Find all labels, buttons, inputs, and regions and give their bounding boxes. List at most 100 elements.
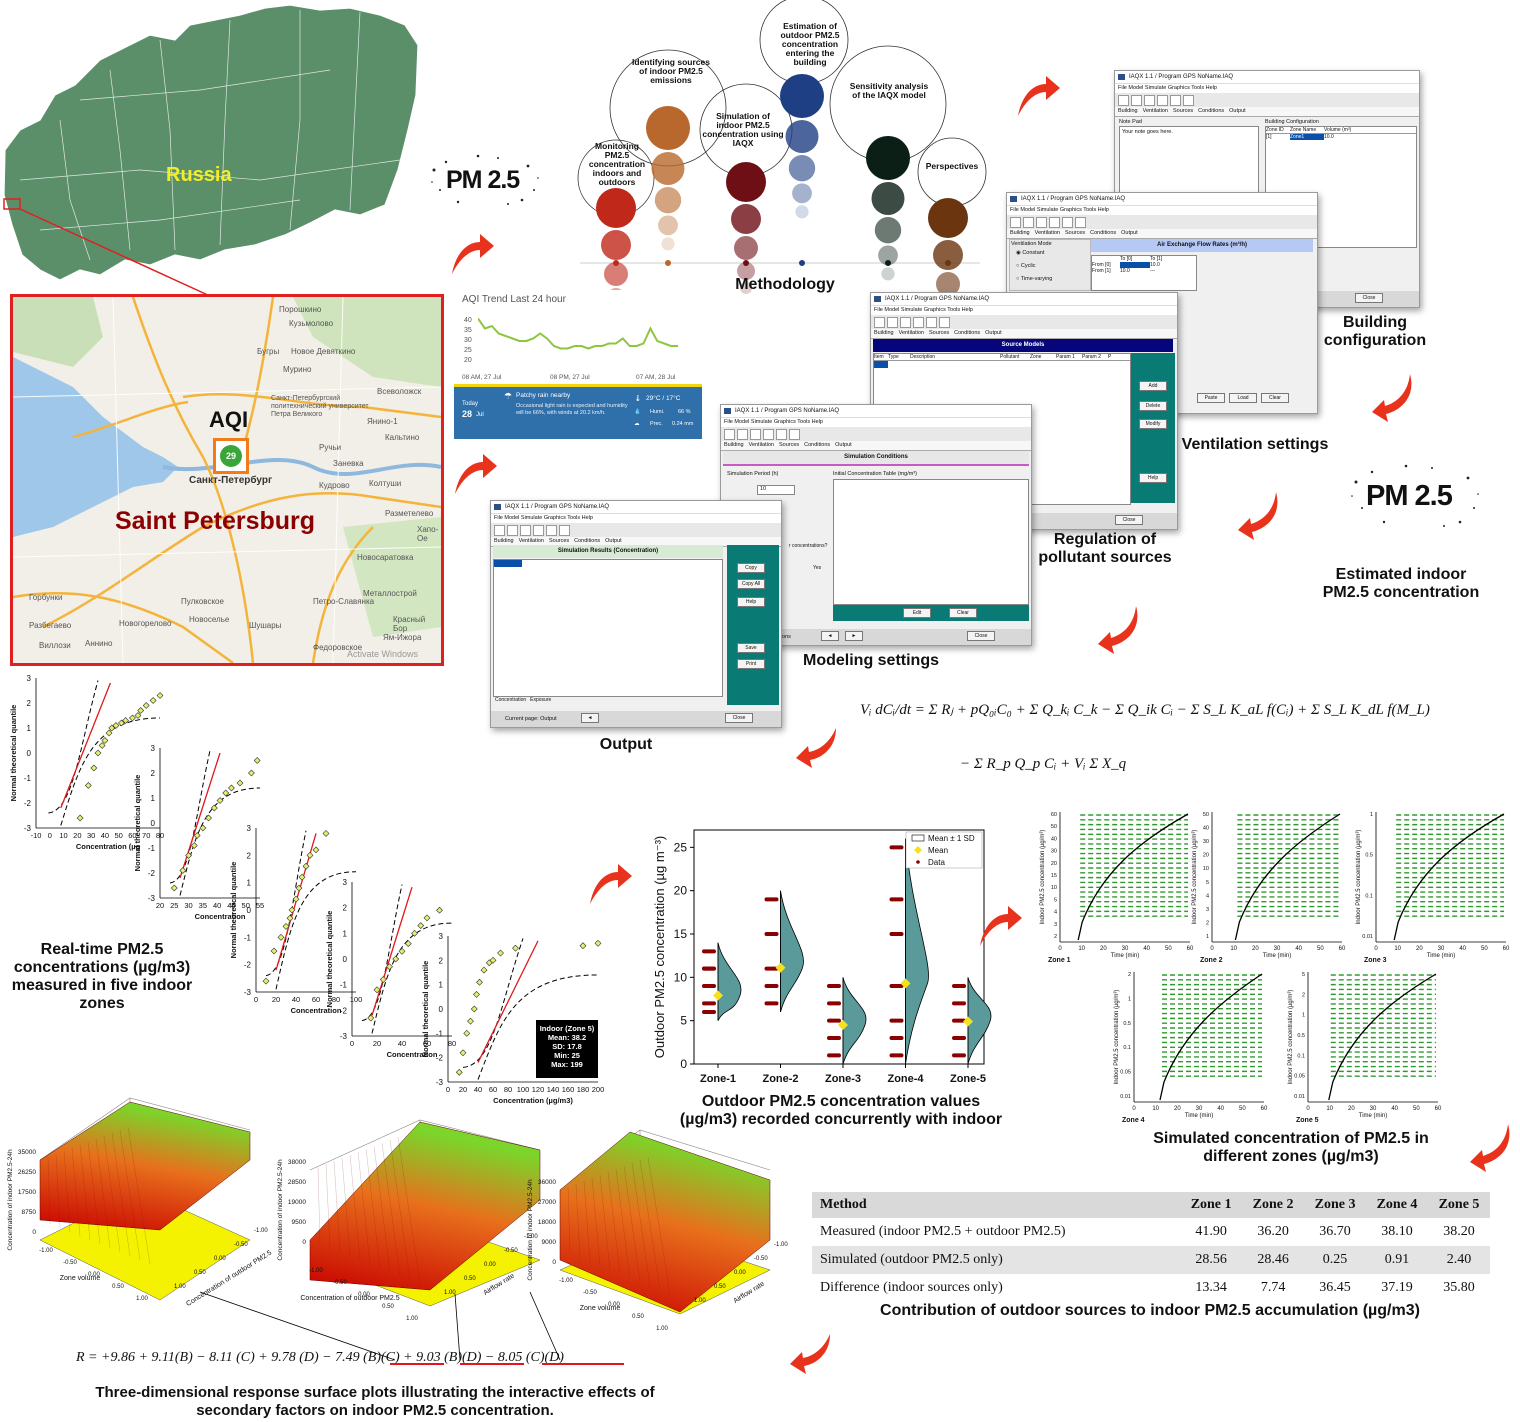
- tool-icon[interactable]: [1157, 94, 1168, 106]
- tool-icon[interactable]: [887, 316, 898, 328]
- tool-icon[interactable]: [900, 316, 911, 328]
- tool-icon[interactable]: [1075, 216, 1086, 228]
- tab-output[interactable]: Output: [605, 538, 622, 544]
- tool-icon[interactable]: [494, 524, 505, 536]
- tab-sources[interactable]: Sources: [1172, 108, 1194, 114]
- selected-cell[interactable]: [494, 560, 522, 567]
- tool-icon[interactable]: [1170, 94, 1181, 106]
- tool-icon[interactable]: [1131, 94, 1142, 106]
- tool-icon[interactable]: [1183, 94, 1194, 106]
- tab-ventilation[interactable]: Ventilation: [748, 442, 774, 448]
- copy-button[interactable]: Copy: [737, 563, 765, 573]
- tool-icon[interactable]: [913, 316, 924, 328]
- tool-icon[interactable]: [1144, 94, 1155, 106]
- cell[interactable]: Zone1: [1290, 134, 1324, 140]
- tool-icon[interactable]: [1118, 94, 1129, 106]
- tab-output[interactable]: Output: [835, 442, 852, 448]
- tab-building[interactable]: Building: [874, 330, 894, 336]
- mode-radio[interactable]: ○ Cyclic: [1016, 263, 1036, 269]
- tool-icon[interactable]: [1049, 216, 1060, 228]
- cell[interactable]: ---: [1150, 268, 1155, 274]
- tool-icon[interactable]: [874, 316, 885, 328]
- tab-building[interactable]: Building: [494, 538, 514, 544]
- tab-ventilation[interactable]: Ventilation: [518, 538, 544, 544]
- tab-ventilation[interactable]: Ventilation: [1142, 108, 1168, 114]
- tool-icon[interactable]: [533, 524, 544, 536]
- tool-icon[interactable]: [1010, 216, 1021, 228]
- paste-button[interactable]: Paste: [1197, 393, 1225, 403]
- tool-icon[interactable]: [789, 428, 800, 440]
- place-label: Хапо-Ое: [417, 525, 439, 543]
- tab-building[interactable]: Building: [1118, 108, 1138, 114]
- tab-output[interactable]: Output: [1229, 108, 1246, 114]
- cell[interactable]: 10.0: [1120, 268, 1130, 274]
- tab-sources[interactable]: Sources: [778, 442, 800, 448]
- menu-bar[interactable]: File Model Simulate Graphics Tools Help: [1115, 84, 1419, 93]
- modify-button[interactable]: Modify: [1139, 419, 1167, 429]
- mode-radio[interactable]: ○ Time-varying: [1016, 276, 1053, 282]
- tool-icon[interactable]: [507, 524, 518, 536]
- cell[interactable]: 10.0: [1150, 262, 1160, 268]
- tab-conditions[interactable]: Conditions: [574, 538, 601, 544]
- x-tick-label: Zone-2: [762, 1073, 798, 1085]
- tab-sources[interactable]: Sources: [1064, 230, 1086, 236]
- close-button[interactable]: Close: [1355, 293, 1383, 303]
- close-button[interactable]: Close: [967, 631, 995, 641]
- tab-conditions[interactable]: Conditions: [804, 442, 831, 448]
- tab-ventilation[interactable]: Ventilation: [1034, 230, 1060, 236]
- tool-icon[interactable]: [750, 428, 761, 440]
- mode-radio[interactable]: ◉ Constant: [1016, 250, 1045, 256]
- tab-conditions[interactable]: Conditions: [954, 330, 981, 336]
- save-button[interactable]: Save: [737, 643, 765, 653]
- edit-button[interactable]: Edit: [903, 608, 931, 618]
- tab-conditions[interactable]: Conditions: [1198, 108, 1225, 114]
- tab-ventilation[interactable]: Ventilation: [898, 330, 924, 336]
- tool-icon[interactable]: [763, 428, 774, 440]
- tab-conditions[interactable]: Conditions: [1090, 230, 1117, 236]
- close-button[interactable]: Close: [1115, 515, 1143, 525]
- menu-bar[interactable]: File Model Simulate Graphics Tools Help: [491, 514, 781, 523]
- print-button[interactable]: Print: [737, 659, 765, 669]
- prev-icon[interactable]: ◄: [821, 631, 839, 641]
- delete-button[interactable]: Delete: [1139, 401, 1167, 411]
- help-button[interactable]: Help: [1139, 473, 1167, 483]
- help-button[interactable]: Help: [737, 597, 765, 607]
- close-button[interactable]: Close: [725, 713, 753, 723]
- prev-icon[interactable]: ◄: [581, 713, 599, 723]
- next-icon[interactable]: ►: [845, 631, 863, 641]
- tool-icon[interactable]: [1062, 216, 1073, 228]
- cell[interactable]: [1]: [1266, 134, 1272, 140]
- cell[interactable]: [1120, 262, 1150, 268]
- tab-sources[interactable]: Sources: [548, 538, 570, 544]
- tool-icon[interactable]: [559, 524, 570, 536]
- add-button[interactable]: Add: [1139, 381, 1167, 391]
- tab-concentration[interactable]: Concentration: [495, 697, 527, 703]
- tab-building[interactable]: Building: [1010, 230, 1030, 236]
- menu-bar[interactable]: File Model Simulate Graphics Tools Help: [871, 306, 1177, 315]
- initial-table[interactable]: [833, 479, 1029, 605]
- copy-all-button[interactable]: Copy All: [737, 579, 765, 589]
- tool-icon[interactable]: [926, 316, 937, 328]
- tool-icon[interactable]: [546, 524, 557, 536]
- clear-button[interactable]: Clear: [1261, 393, 1289, 403]
- tool-icon[interactable]: [1023, 216, 1034, 228]
- tool-icon[interactable]: [1036, 216, 1047, 228]
- menu-bar[interactable]: File Model Simulate Graphics Tools Help: [1007, 206, 1317, 215]
- tab-building[interactable]: Building: [724, 442, 744, 448]
- period-input[interactable]: 10: [757, 485, 795, 495]
- menu-bar[interactable]: File Model Simulate Graphics Tools Help: [721, 418, 1031, 427]
- tab-output[interactable]: Output: [1121, 230, 1138, 236]
- tool-icon[interactable]: [939, 316, 950, 328]
- tab-exposure[interactable]: Exposure: [530, 697, 552, 703]
- tab-output[interactable]: Output: [985, 330, 1002, 336]
- load-button[interactable]: Load: [1229, 393, 1257, 403]
- tool-icon[interactable]: [724, 428, 735, 440]
- tab-sources[interactable]: Sources: [928, 330, 950, 336]
- yes-option[interactable]: Yes: [813, 565, 822, 571]
- clear-button[interactable]: Clear: [949, 608, 977, 618]
- tool-icon[interactable]: [776, 428, 787, 440]
- cell[interactable]: 10.0: [1324, 134, 1334, 140]
- tool-icon[interactable]: [737, 428, 748, 440]
- selected-cell[interactable]: [874, 361, 888, 368]
- tool-icon[interactable]: [520, 524, 531, 536]
